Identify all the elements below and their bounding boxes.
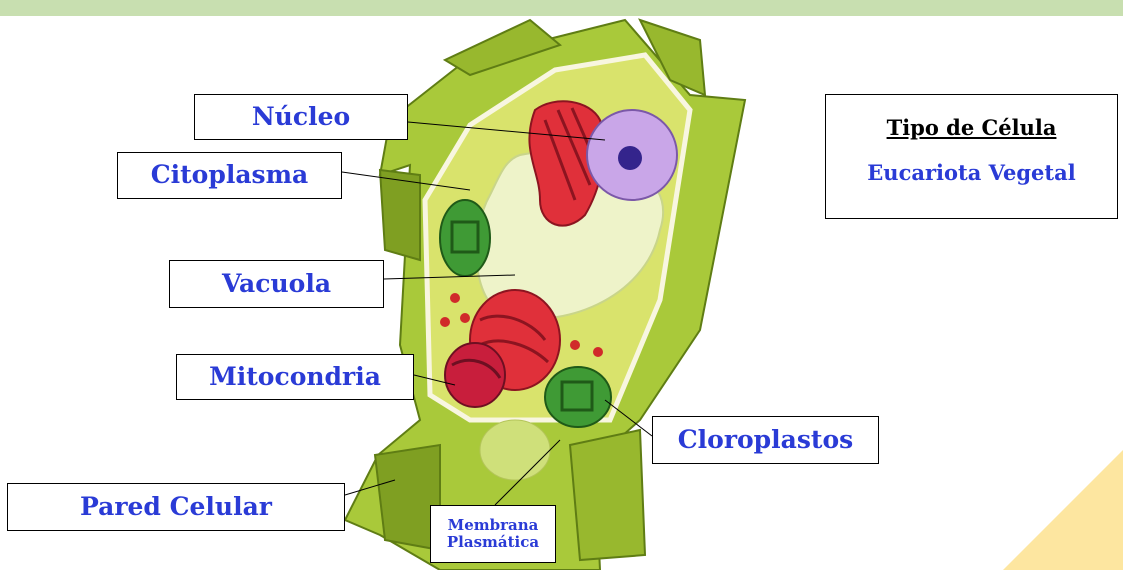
plasma-membrane-label: Membrana Plasmática	[430, 505, 556, 563]
mitochondria-label-text: Mitocondria	[209, 363, 381, 392]
nucleus	[587, 110, 677, 200]
mitochondria-label: Mitocondria	[176, 354, 414, 400]
nucleus-label: Núcleo	[194, 94, 408, 140]
vacuole-label-text: Vacuola	[222, 270, 331, 299]
chloroplasts-label-text: Cloroplastos	[678, 426, 853, 455]
cell-wall-label: Pared Celular	[7, 483, 345, 531]
mitochondrion-small	[445, 343, 505, 407]
plasma-membrane-label-line1: Membrana	[448, 517, 539, 534]
cell-type-title: Tipo de Célula	[826, 115, 1117, 140]
nucleus-label-text: Núcleo	[252, 103, 350, 132]
cell-wall-label-text: Pared Celular	[80, 493, 272, 522]
cell-type-value: Eucariota Vegetal	[826, 160, 1117, 185]
cytoplasm-label: Citoplasma	[117, 152, 342, 199]
chloroplasts-label: Cloroplastos	[652, 416, 879, 464]
cytoplasm-label-text: Citoplasma	[151, 161, 309, 190]
cell-type-box: Tipo de Célula Eucariota Vegetal	[825, 94, 1118, 219]
chloroplast-right	[545, 367, 611, 427]
plasma-membrane-label-line2: Plasmática	[447, 534, 539, 551]
chloroplast-left	[440, 200, 490, 276]
vacuole-label: Vacuola	[169, 260, 384, 308]
